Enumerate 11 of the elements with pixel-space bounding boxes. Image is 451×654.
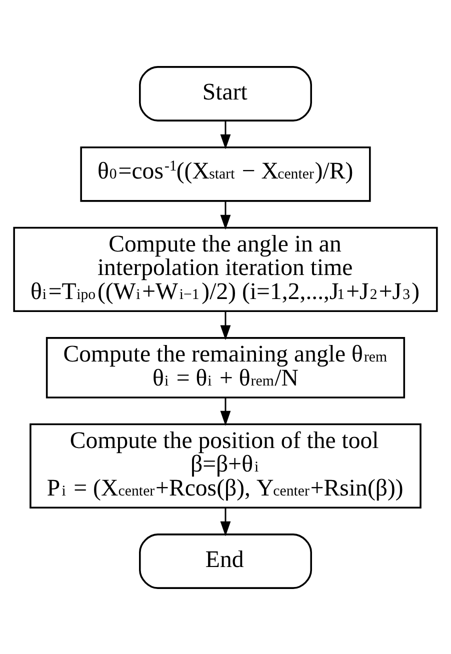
node-box: Compute the angle in an interpolation iteration time θi=Tipo((Wi+Wi−1)/2) (i=1,2,...,J1+J2+J3) xyxy=(13,226,438,312)
node-box: Start xyxy=(139,66,312,121)
arrow xyxy=(220,200,231,230)
arrow xyxy=(220,397,231,426)
arrow xyxy=(220,120,231,149)
node-box: End xyxy=(139,533,312,588)
arrow xyxy=(220,310,231,340)
node-box: Compute the position of the tool β=β+θi Pi = (Xcenter+Rcos(β), Ycenter+Rsin(β)) xyxy=(30,422,422,508)
node-box: θ0=cos$^{-1}$((Xstart − Xcenter)/R) xyxy=(80,146,371,202)
arrow xyxy=(220,507,231,536)
node-box: Compute the remaining angle θrem θi = θi + θrem/N xyxy=(46,336,406,398)
